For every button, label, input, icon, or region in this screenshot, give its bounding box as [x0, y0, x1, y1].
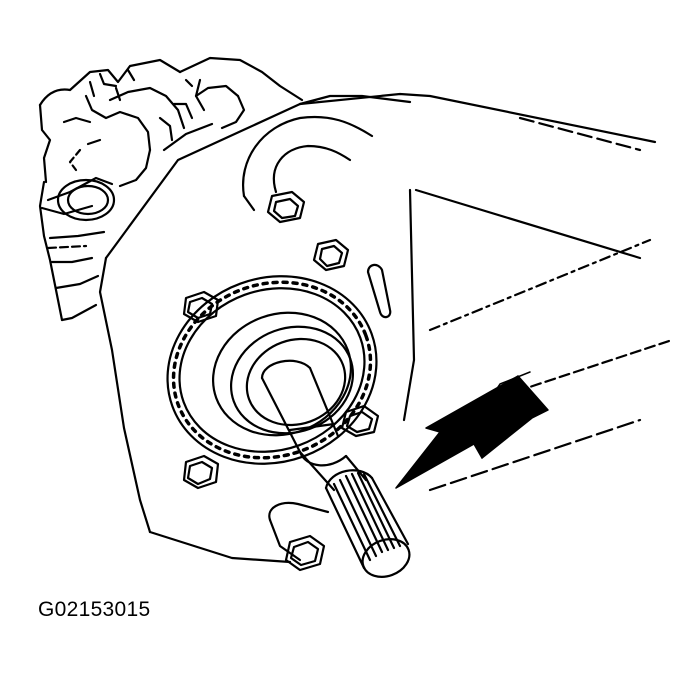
engine-port-hole [56, 178, 116, 222]
bolt-bottom [284, 534, 326, 572]
output-shaft [260, 359, 368, 492]
shaft-spline-end [324, 469, 411, 578]
engine-block-outline [38, 56, 304, 322]
bolt-left-lower [182, 454, 220, 490]
bolt-upper-right [312, 238, 350, 272]
adapter-plate [98, 92, 674, 564]
lower-mount-lug [268, 501, 330, 562]
alignment-slot [366, 263, 392, 319]
direction-arrow-icon [395, 371, 549, 489]
figure-code-label: G02153015 [38, 598, 151, 621]
oil-seal-assembly [166, 275, 378, 465]
lifting-bracket [241, 115, 374, 212]
shaft-installation-illustration [38, 56, 674, 578]
bolt-top [266, 190, 306, 224]
